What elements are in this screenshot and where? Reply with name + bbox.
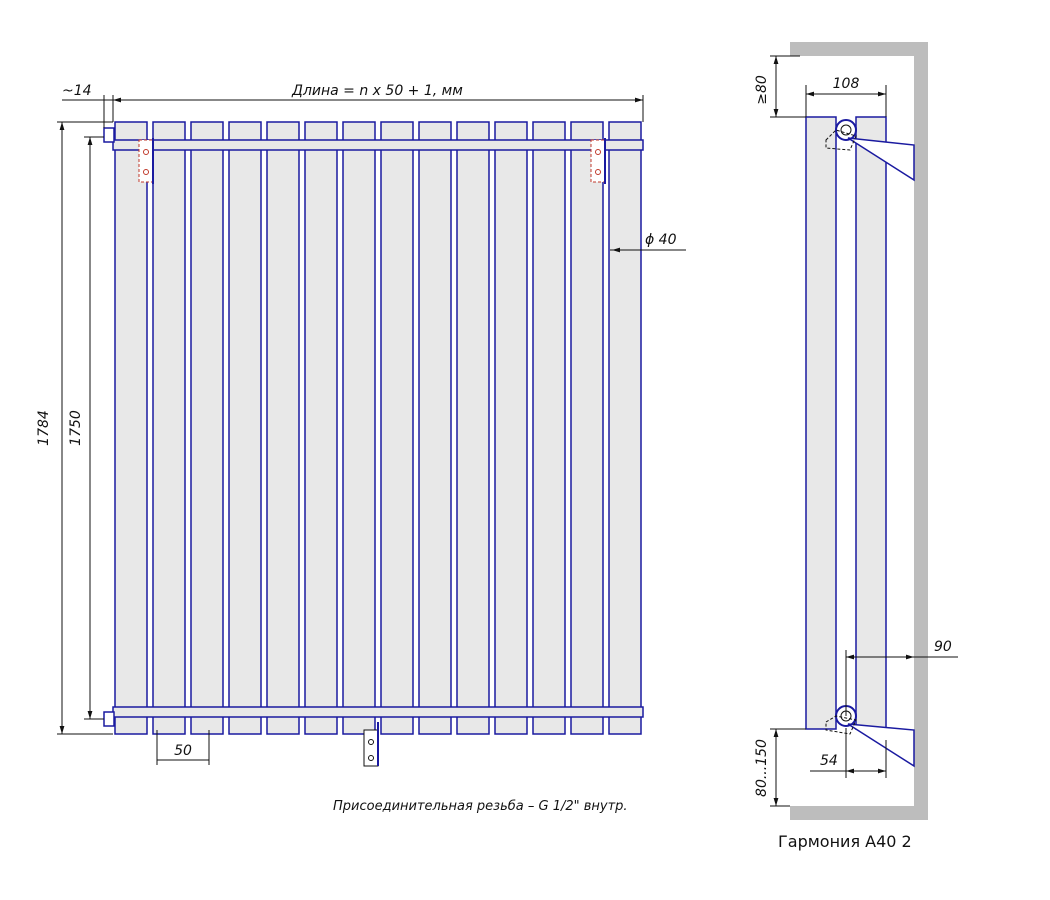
side-bracket-bottom	[847, 723, 915, 768]
bracket-top-left	[138, 138, 154, 184]
radiator-tube	[608, 121, 642, 735]
radiator-tube	[532, 121, 566, 735]
radiator-tube	[304, 121, 338, 735]
side-bracket-top	[847, 137, 915, 182]
tube-pitch-label: 50	[174, 743, 192, 759]
radiator-tube	[228, 121, 262, 735]
tube-diameter-label: ϕ 40	[645, 232, 677, 248]
top-collector	[112, 139, 644, 151]
connection-thread-note: Присоединительная резьба – G 1/2" внутр.	[333, 799, 628, 814]
side-rear-tube	[855, 116, 887, 730]
depth-label: 108	[833, 76, 860, 92]
radiator-tube	[152, 121, 186, 735]
radiator-tube	[570, 121, 604, 735]
bracket-top-right	[590, 138, 606, 184]
front-view: Длина = n x 50 + 1, мм ~14 ϕ 40 1784 175…	[36, 83, 686, 767]
radiator-tube	[494, 121, 528, 735]
radiator-tube	[266, 121, 300, 735]
wall-distance-label: 90	[934, 639, 952, 655]
radiator-tube	[114, 121, 148, 735]
radiator-tube	[418, 121, 452, 735]
bottom-collector	[112, 706, 644, 718]
side-front-tube	[805, 116, 837, 730]
offset-left-label: ~14	[62, 83, 92, 99]
length-formula-label: Длина = n x 50 + 1, мм	[291, 83, 463, 99]
bottom-plug	[103, 711, 115, 727]
bottom-clearance-label: 80...150	[754, 739, 770, 797]
top-plug	[103, 127, 115, 143]
height-total-label: 1784	[36, 410, 52, 446]
side-view: ≥80 108 90 80...150 54	[754, 42, 958, 820]
top-clearance-label: ≥80	[754, 75, 770, 105]
radiator-tube	[380, 121, 414, 735]
radiator-tube	[456, 121, 490, 735]
radiator-tube	[342, 121, 376, 735]
radiator-tube	[190, 121, 224, 735]
bracket-bottom	[363, 722, 379, 767]
radiator-tubes	[114, 121, 642, 735]
model-caption: Гармония А40 2	[778, 832, 912, 851]
bracket-depth-label: 54	[820, 753, 838, 769]
side-top-collector	[835, 119, 857, 141]
height-axis-label: 1750	[68, 410, 84, 446]
